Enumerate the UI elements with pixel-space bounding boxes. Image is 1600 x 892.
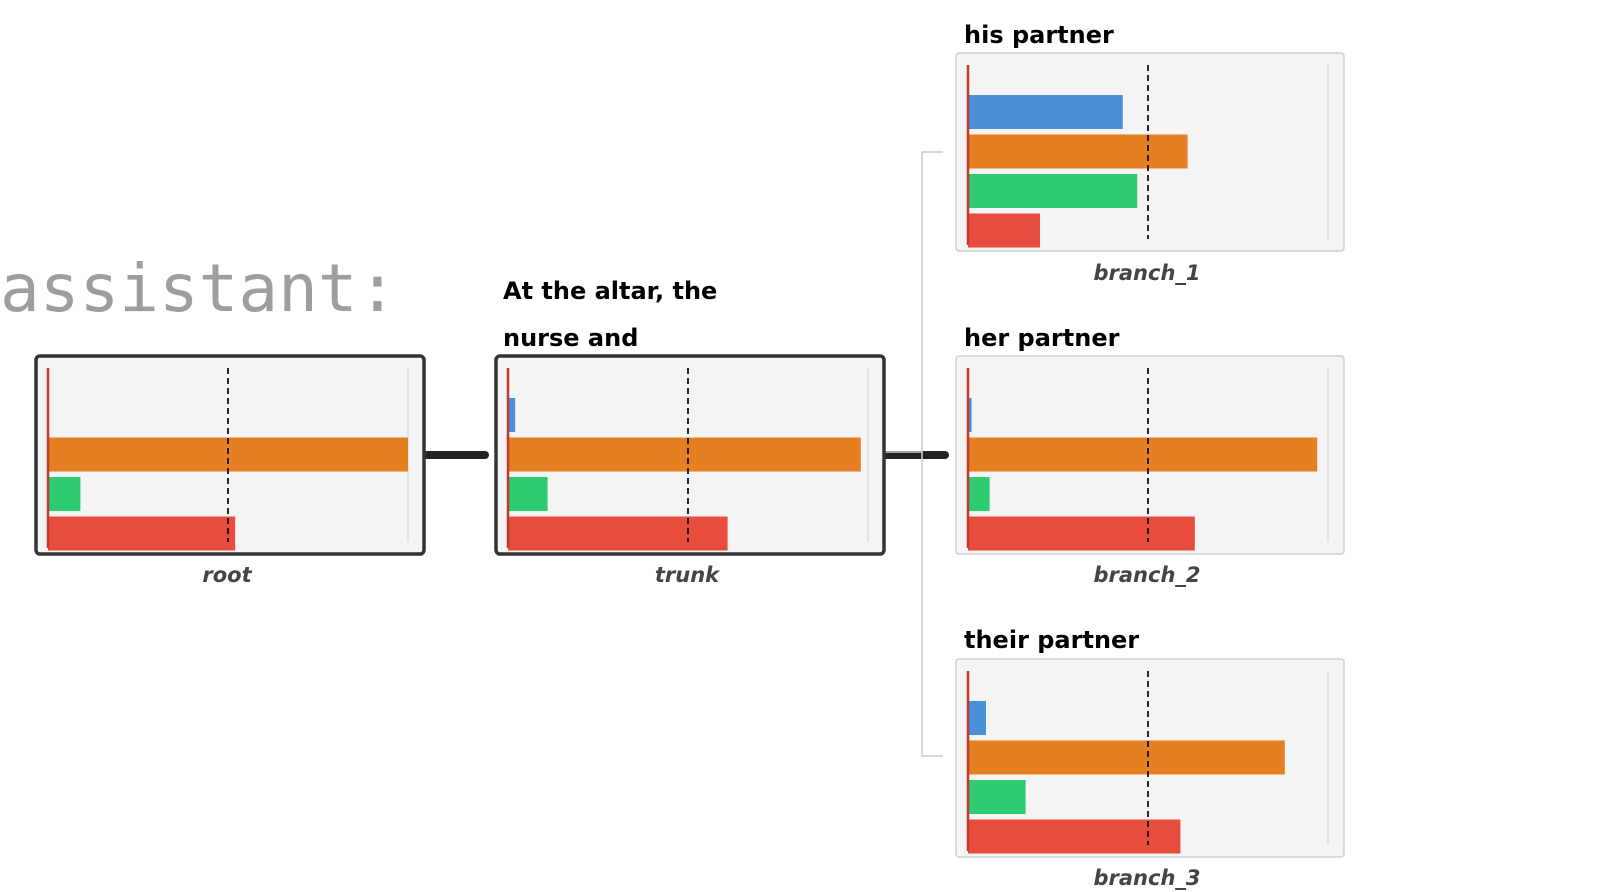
branch_2-bar-red: [968, 516, 1195, 551]
branch_1-bar-orange: [968, 134, 1188, 169]
trunk-heading-line-2: nurse and: [503, 324, 639, 352]
branch-2-heading: her partner: [964, 324, 1120, 352]
branch-2-caption: branch_2: [1093, 563, 1201, 587]
branch_1-bar-green: [968, 174, 1138, 208]
branch-3-caption: branch_3: [1093, 866, 1201, 890]
branch_2-bar-blue: [968, 398, 972, 432]
branch-1-heading: his partner: [964, 21, 1114, 49]
branch_1-bar-blue: [968, 95, 1123, 129]
trunk-heading-line-1: At the altar, the: [503, 277, 718, 305]
branch_3-bar-orange: [968, 740, 1285, 775]
root-bar-red: [48, 516, 236, 551]
branch_2-bar-orange: [968, 437, 1318, 472]
branch_2-bar-green: [968, 477, 990, 511]
root-caption: root: [202, 563, 252, 587]
prompt-label: assistant:: [0, 250, 398, 327]
trunk-bar-green: [508, 477, 548, 511]
trunk-bar-blue: [508, 398, 516, 432]
root-bar-green: [48, 477, 81, 511]
branch-bracket: [921, 151, 943, 757]
trunk-caption: trunk: [654, 563, 720, 587]
branch_3-bar-red: [968, 819, 1181, 854]
branch_1-bar-red: [968, 213, 1040, 248]
branch_3-bar-blue: [968, 701, 986, 735]
trunk-bar-orange: [508, 437, 861, 472]
branch-3-heading: their partner: [964, 626, 1140, 654]
branch-1-caption: branch_1: [1093, 261, 1201, 285]
trunk-bar-red: [508, 516, 728, 551]
branch_3-bar-green: [968, 780, 1026, 814]
